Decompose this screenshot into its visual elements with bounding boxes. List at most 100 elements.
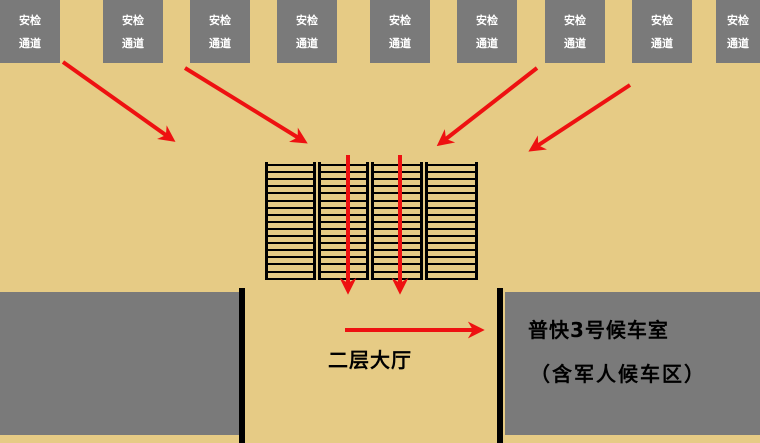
escalator-step	[371, 220, 423, 223]
waiting-room-title: 普快3号候车室	[528, 318, 669, 342]
escalator-step	[318, 192, 369, 195]
escalator-step	[425, 235, 478, 237]
flow-arrow-3	[436, 66, 539, 147]
escalator-3	[371, 162, 423, 280]
escalator-step	[265, 192, 316, 195]
escalator-step	[318, 178, 369, 181]
escalator-step	[425, 213, 478, 216]
security-gate-3: 安检 通道	[190, 0, 250, 63]
escalator-step	[265, 220, 316, 223]
escalator-step	[425, 256, 478, 259]
escalator-step	[318, 199, 369, 202]
left-area-block	[0, 292, 240, 435]
escalator-step	[318, 256, 369, 259]
gate-label-line2: 通道	[389, 36, 411, 50]
escalator-step	[265, 235, 316, 237]
escalator-step	[371, 235, 423, 237]
gate-label-line1: 安检	[296, 13, 318, 27]
security-gate-1: 安检 通道	[0, 0, 60, 63]
escalator-2	[318, 162, 369, 280]
escalator-step	[371, 249, 423, 252]
flow-arrow-2	[183, 66, 308, 144]
escalator-step	[265, 185, 316, 188]
escalator-4	[425, 162, 478, 280]
security-gate-6: 安检 通道	[457, 0, 517, 63]
escalator-step	[425, 270, 478, 273]
waiting-room-subtitle: （含军人候车区）	[530, 362, 706, 386]
left-wall	[239, 288, 245, 443]
escalator-step	[425, 171, 478, 174]
escalator-step	[371, 242, 423, 245]
gate-label-line2: 通道	[651, 36, 673, 50]
escalator-step	[318, 220, 369, 223]
security-gate-7: 安检 通道	[545, 0, 605, 63]
escalator-step	[318, 242, 369, 245]
escalator-step	[265, 199, 316, 202]
gate-label-line2: 通道	[727, 36, 749, 50]
escalator-step	[425, 206, 478, 209]
escalator-step	[265, 256, 316, 259]
escalator-step	[425, 263, 478, 266]
gate-label-line1: 安检	[389, 13, 411, 27]
escalator-step	[371, 185, 423, 188]
gate-label-line1: 安检	[727, 13, 749, 27]
escalator-step	[425, 249, 478, 252]
escalator-step	[425, 199, 478, 202]
escalator-step	[318, 249, 369, 252]
gate-label-line2: 通道	[476, 36, 498, 50]
gate-label-line1: 安检	[476, 13, 498, 27]
security-gate-5: 安检 通道	[370, 0, 430, 63]
escalator-step	[425, 178, 478, 181]
hall-label: 二层大厅	[328, 348, 412, 372]
escalator-step	[265, 242, 316, 245]
gate-label-line1: 安检	[564, 13, 586, 27]
security-gate-9: 安检 通道	[716, 0, 760, 63]
escalator-step	[265, 270, 316, 273]
escalator-step	[318, 235, 369, 237]
security-gate-8: 安检 通道	[632, 0, 692, 63]
escalator-step	[318, 213, 369, 216]
escalator-step	[371, 256, 423, 259]
right-wall	[497, 288, 503, 443]
escalator-step	[318, 270, 369, 273]
escalator-step	[371, 164, 423, 166]
escalator-step	[318, 185, 369, 188]
escalator-step	[265, 206, 316, 209]
escalator-step	[371, 178, 423, 181]
escalator-step	[265, 213, 316, 216]
flow-arrow-4	[528, 83, 632, 152]
escalator-step	[371, 171, 423, 174]
escalator-step	[318, 171, 369, 174]
gate-label-line2: 通道	[19, 36, 41, 50]
waiting-room-block	[505, 292, 760, 435]
escalator-step	[371, 270, 423, 273]
escalator-step	[425, 220, 478, 223]
gate-label-line2: 通道	[209, 36, 231, 50]
gate-label-line2: 通道	[122, 36, 144, 50]
escalator-step	[371, 206, 423, 209]
escalator-step	[371, 199, 423, 202]
escalator-step	[318, 263, 369, 266]
escalator-step	[265, 178, 316, 181]
gate-label-line2: 通道	[564, 36, 586, 50]
escalator-step	[425, 164, 478, 166]
escalator-step	[425, 227, 478, 230]
escalator-step	[265, 171, 316, 174]
escalator-step	[371, 213, 423, 216]
escalator-step	[265, 164, 316, 166]
escalator-step	[425, 185, 478, 188]
escalator-step	[371, 263, 423, 266]
escalator-step	[265, 263, 316, 266]
escalator-step	[318, 227, 369, 230]
escalator-step	[318, 164, 369, 166]
escalator-step	[425, 242, 478, 245]
gate-label-line1: 安检	[19, 13, 41, 27]
escalator-step	[371, 227, 423, 230]
gate-label-line2: 通道	[296, 36, 318, 50]
escalator-1	[265, 162, 316, 280]
security-gate-2: 安检 通道	[103, 0, 163, 63]
gate-label-line1: 安检	[209, 13, 231, 27]
flow-arrow-1	[61, 60, 176, 142]
escalator-step	[425, 277, 478, 280]
